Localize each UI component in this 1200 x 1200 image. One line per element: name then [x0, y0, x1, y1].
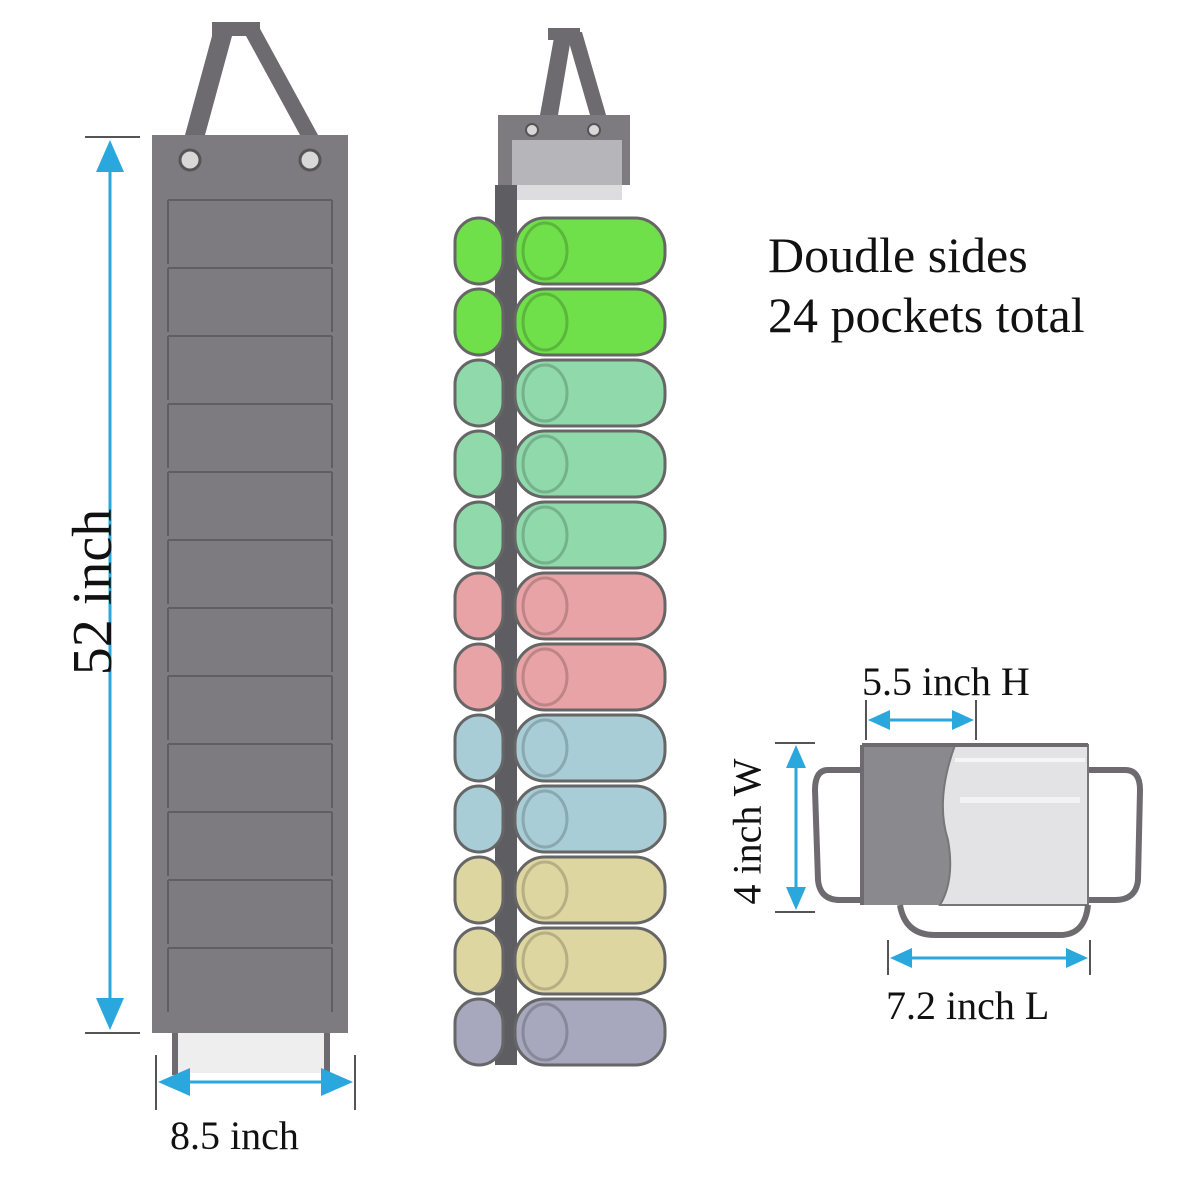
height-dimension-arrow [85, 136, 140, 1034]
towel-spiral [521, 789, 569, 849]
flat-organizer [152, 22, 348, 1075]
pocket-seam [167, 539, 333, 604]
pocket-seam [167, 607, 333, 672]
towel-roll-front [513, 642, 667, 712]
description-line-1: Doudle sides [768, 227, 1028, 283]
towel-roll-front [513, 855, 667, 925]
pocket-seam [167, 675, 333, 740]
description-line-2: 24 pockets total [768, 287, 1085, 343]
towel-roll-back [453, 997, 505, 1067]
towel-spiral [521, 505, 569, 565]
towel-spiral [521, 647, 569, 707]
towel-roll-front [513, 713, 667, 783]
towel-roll-back [453, 216, 505, 286]
towel-spiral [521, 860, 569, 920]
towel-spiral [521, 434, 569, 494]
pocket-height-arrow [865, 700, 977, 740]
towel-spiral [521, 1002, 569, 1062]
towel-roll-front [513, 216, 667, 286]
pocket-detail [811, 743, 1144, 938]
pocket-seam [167, 267, 333, 332]
towel-spiral [521, 931, 569, 991]
towel-roll-front [513, 997, 667, 1067]
pocket-seam [167, 403, 333, 468]
pocket-seam [167, 811, 333, 876]
pocket-seam [167, 471, 333, 536]
pocket-height-label: 5.5 inch H [862, 659, 1030, 704]
filled-organizer [453, 28, 667, 1067]
feature-description: Doudle sides 24 pockets total [768, 225, 1085, 345]
pocket-seam [167, 335, 333, 400]
height-label: 52 inch [62, 508, 124, 676]
towel-roll-front [513, 571, 667, 641]
towel-roll-front [513, 429, 667, 499]
towel-roll-front [513, 287, 667, 357]
pocket-seam [167, 743, 333, 808]
towel-spiral [521, 221, 569, 281]
pocket-width-label: 4 inch W [724, 758, 770, 905]
towel-roll-back [453, 358, 505, 428]
towel-spiral [521, 718, 569, 778]
towel-roll-back [453, 287, 505, 357]
pocket-length-label: 7.2 inch L [886, 983, 1050, 1028]
pocket-width-arrow [775, 742, 815, 913]
width-dimension-arrow [155, 1055, 356, 1110]
towel-roll-back [453, 429, 505, 499]
pocket-seam [167, 947, 333, 1012]
towel-roll-front [513, 358, 667, 428]
width-label: 8.5 inch [170, 1113, 299, 1158]
towel-roll-back [453, 571, 505, 641]
pocket-seam [167, 879, 333, 944]
pocket-length-arrow [887, 940, 1091, 975]
towel-roll-back [453, 926, 505, 996]
towel-roll-back [453, 642, 505, 712]
towel-roll-back [453, 713, 505, 783]
towel-spiral [521, 292, 569, 352]
towel-spiral [521, 363, 569, 423]
towel-roll-front [513, 926, 667, 996]
towel-roll-back [453, 855, 505, 925]
towel-roll-back [453, 500, 505, 570]
towel-roll-front [513, 500, 667, 570]
towel-roll-back [453, 784, 505, 854]
pocket-seam [167, 199, 333, 264]
towel-spiral [521, 576, 569, 636]
towel-roll-front [513, 784, 667, 854]
